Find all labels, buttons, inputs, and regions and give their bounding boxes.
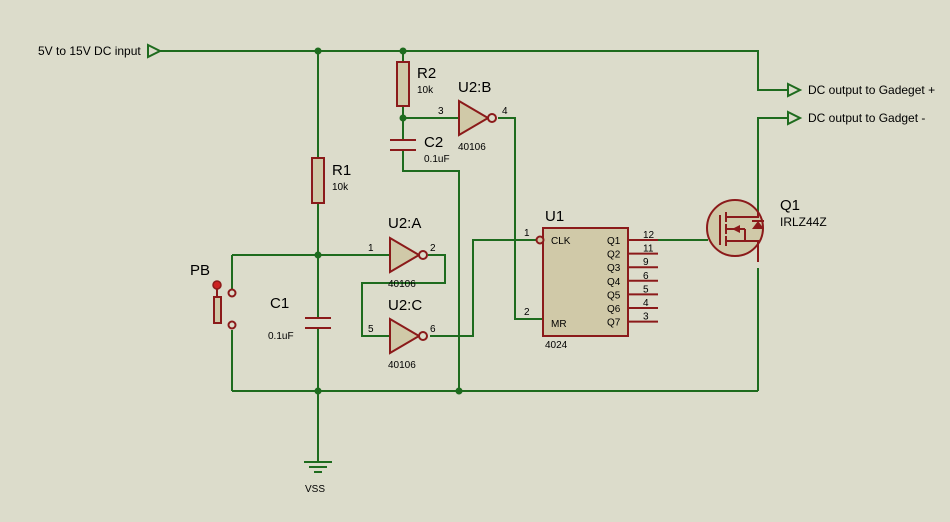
u1-mr-pin: 2 <box>524 307 530 318</box>
pb-ref: PB <box>190 262 210 279</box>
u2a-pin-out: 2 <box>430 243 436 254</box>
output-port-minus: DC output to Gadget - <box>787 110 925 126</box>
u1-output-pin-number: 6 <box>643 271 649 282</box>
mosfet-arrow-icon <box>732 225 740 233</box>
input-port-label: 5V to 15V DC input <box>38 44 141 58</box>
u2c-pin-in: 5 <box>368 324 374 335</box>
u1-output-q5: Q5 5 <box>607 284 658 301</box>
u2c-pin-out: 6 <box>430 324 436 335</box>
body-diode-icon <box>752 221 764 229</box>
capacitor-c2: C2 0.1uF <box>390 134 450 165</box>
input-port: 5V to 15V DC input <box>38 43 163 59</box>
u2a-ref: U2:A <box>388 215 421 232</box>
u1-output-pin-number: 9 <box>643 257 649 268</box>
u2b-part: 40106 <box>458 142 486 153</box>
inverter-u2a: U2:A 40106 1 2 <box>368 215 436 290</box>
ground-label: VSS <box>305 484 325 495</box>
output-plus-label: DC output to Gadeget + <box>808 83 935 97</box>
u2a-pin-in: 1 <box>368 243 374 254</box>
r2-value: 10k <box>417 85 434 96</box>
u1-output-label: Q3 <box>607 263 621 274</box>
u1-output-pin-number: 4 <box>643 298 649 309</box>
u1-output-label: Q5 <box>607 290 621 301</box>
q1-ref: Q1 <box>780 197 800 214</box>
u1-output-label: Q4 <box>607 277 621 288</box>
button-knob-icon <box>212 280 222 290</box>
c2-value: 0.1uF <box>424 154 450 165</box>
u1-output-q1: Q1 12 <box>607 230 658 247</box>
c1-value: 0.1uF <box>268 331 294 342</box>
u2a-part: 40106 <box>388 279 416 290</box>
u1-mr-label: MR <box>551 319 567 330</box>
u1-output-label: Q7 <box>607 318 621 329</box>
resistor-r2: R2 10k <box>396 61 436 107</box>
r1-ref: R1 <box>332 162 351 179</box>
ground-symbol: VSS <box>304 461 332 495</box>
capacitor-c1: C1 0.1uF <box>268 295 331 342</box>
u1-output-q2: Q2 11 <box>607 244 658 261</box>
u2c-part: 40106 <box>388 360 416 371</box>
wires <box>160 50 788 462</box>
c1-ref: C1 <box>270 295 289 312</box>
output-minus-label: DC output to Gadget - <box>808 111 925 125</box>
u1-output-pin-number: 5 <box>643 284 649 295</box>
u2b-ref: U2:B <box>458 79 491 96</box>
u1-output-q7: Q7 3 <box>607 312 658 329</box>
u1-output-pin-number: 3 <box>643 312 649 323</box>
q1-part: IRLZ44Z <box>780 215 827 229</box>
counter-u1: U1 4024 CLK MR 1 2 Q112Q211Q39Q46Q55Q64Q… <box>524 208 658 351</box>
u1-ref: U1 <box>545 208 564 225</box>
u1-part: 4024 <box>545 340 568 351</box>
u1-clk-pin: 1 <box>524 228 530 239</box>
r1-value: 10k <box>332 182 349 193</box>
u1-output-label: Q2 <box>607 250 621 261</box>
r2-ref: R2 <box>417 65 436 82</box>
u1-output-q6: Q6 4 <box>607 298 658 315</box>
resistor-r1: R1 10k <box>311 157 351 204</box>
u1-output-label: Q6 <box>607 304 621 315</box>
u1-output-q3: Q3 9 <box>607 257 658 274</box>
mosfet-q1: Q1 IRLZ44Z <box>706 197 827 262</box>
u1-output-pin-number: 11 <box>643 244 654 255</box>
c2-ref: C2 <box>424 134 443 151</box>
u2b-pin-in: 3 <box>438 106 444 117</box>
u2b-pin-out: 4 <box>502 106 508 117</box>
inverter-u2c: U2:C 40106 5 6 <box>368 297 436 371</box>
u1-output-label: Q1 <box>607 236 621 247</box>
junction-dots <box>314 47 463 395</box>
output-port-plus: DC output to Gadeget + <box>787 82 935 98</box>
u1-clk-label: CLK <box>551 236 571 247</box>
u2c-ref: U2:C <box>388 297 422 314</box>
u1-output-pin-number: 12 <box>643 230 655 241</box>
push-button-pb: PB <box>190 262 237 330</box>
inverter-u2b: U2:B 40106 3 4 <box>438 79 508 153</box>
u1-output-q4: Q4 6 <box>607 271 658 288</box>
